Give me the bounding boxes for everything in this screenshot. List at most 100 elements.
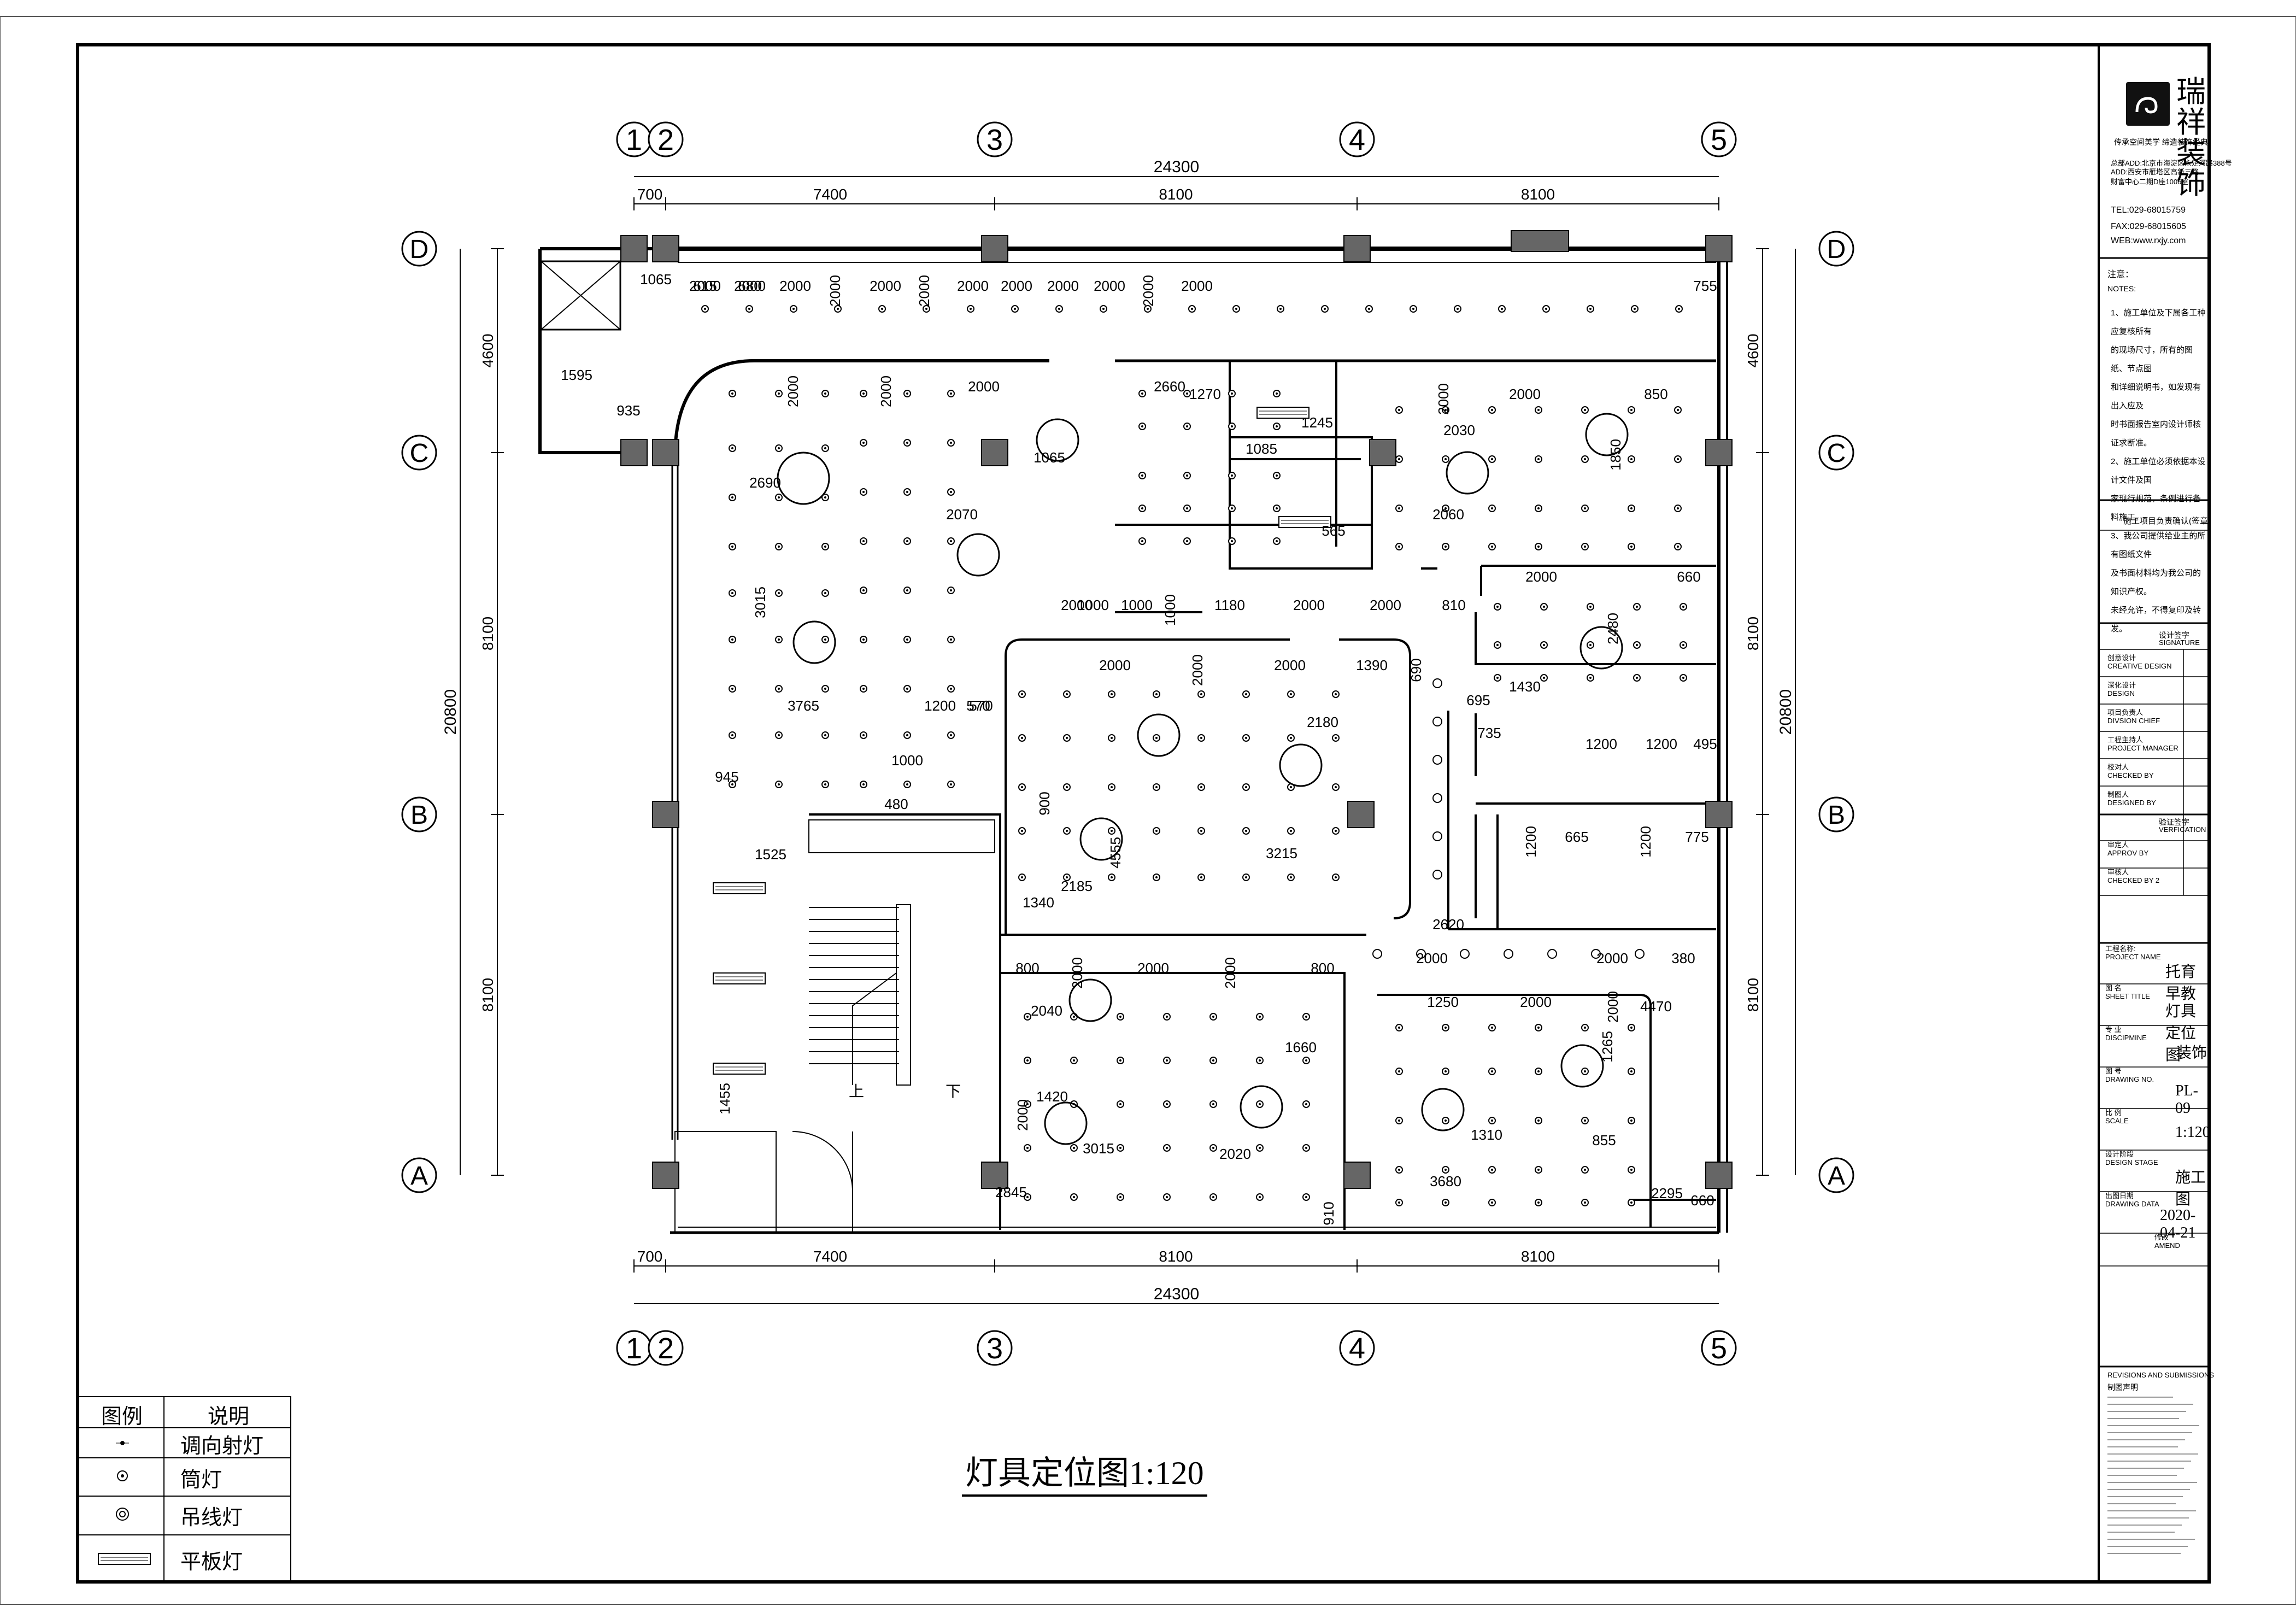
pendant-lamp-icon — [792, 620, 836, 664]
dimension-label: 2185 — [1061, 878, 1093, 894]
downlight-icon — [1398, 1119, 1400, 1122]
downlight-icon — [731, 447, 733, 449]
downlight-icon — [1444, 1027, 1447, 1029]
dimension-label: 495 — [1693, 736, 1717, 752]
grid-bubble-left — [401, 231, 437, 267]
downlight-icon — [1543, 677, 1545, 679]
downlight-icon — [704, 308, 706, 310]
drawing-frame — [76, 43, 2211, 1584]
dimension-label: 2000 — [1520, 994, 1552, 1010]
dimension-label: 2000 — [878, 376, 894, 407]
dimension-label: 2295 — [1651, 1185, 1683, 1201]
downlight-icon — [1491, 1201, 1493, 1204]
dimension-label: 480 — [884, 796, 908, 812]
structural-column — [1705, 439, 1733, 466]
downlight-icon — [1259, 1196, 1261, 1198]
dim-right-label: 4600 — [1745, 333, 1761, 367]
dimension-label: 1525 — [755, 846, 786, 863]
dimension-label: 695 — [1466, 692, 1490, 708]
dimension-label: 1850 — [1607, 439, 1624, 471]
grid-bubble-bottom — [648, 1330, 684, 1366]
downlight-icon — [1584, 1169, 1586, 1171]
downlight-icon — [1305, 1103, 1307, 1105]
downlight-icon — [778, 392, 780, 395]
downlight-icon — [1066, 737, 1068, 739]
downlight-icon — [824, 592, 826, 594]
dimension-label: 680 — [738, 278, 761, 294]
downlight-icon — [778, 592, 780, 594]
downlight-icon — [1584, 1027, 1586, 1029]
downlight-icon — [1155, 693, 1158, 695]
downlight-icon — [1630, 1027, 1633, 1029]
spotlight-icon — [1372, 949, 1382, 959]
downlight-icon — [1630, 1169, 1633, 1171]
discipline-row: 专 业 DISCIPMINE 装饰 — [2105, 1025, 2207, 1062]
downlight-icon — [950, 540, 952, 542]
downlight-icon — [1543, 644, 1545, 646]
dimension-label: 2000 — [734, 278, 766, 294]
downlight-icon — [1305, 1147, 1307, 1149]
downlight-icon — [1235, 308, 1237, 310]
grid-label-left: D — [410, 235, 429, 264]
dimension-label: 800 — [1015, 960, 1039, 976]
grid-bubble-right — [1818, 231, 1854, 267]
dimension-label: 4555 — [1107, 837, 1124, 869]
structural-column — [620, 235, 648, 262]
dimension-label: 2000 — [1435, 383, 1452, 415]
pendant-lamp-icon — [119, 1511, 126, 1517]
downlight-icon — [1335, 830, 1337, 832]
dim-left-label: 4600 — [479, 333, 496, 367]
downlight-icon — [1537, 1119, 1540, 1122]
downlight-icon — [1636, 644, 1638, 646]
panel-light-icon — [713, 1063, 766, 1075]
stair-rail — [896, 904, 911, 1086]
downlight-icon — [1026, 1147, 1029, 1149]
downlight-icon — [1290, 786, 1292, 788]
downlight-icon — [1259, 1016, 1261, 1018]
downlight-icon — [1279, 308, 1282, 310]
structural-column — [652, 235, 679, 262]
dimension-label: 3215 — [1266, 845, 1297, 861]
downlight-icon — [925, 308, 927, 310]
pendant-lamp-icon — [777, 452, 830, 505]
dimension-label: 2000 — [1014, 1099, 1031, 1131]
downlight-icon — [1066, 876, 1068, 878]
downlight-icon — [1141, 540, 1143, 542]
downlight-icon — [862, 589, 865, 591]
dim-left-label: 8100 — [479, 617, 496, 650]
downlight-icon — [1102, 308, 1105, 310]
spotlight-icon — [1416, 949, 1426, 959]
grid-label-left: B — [410, 801, 428, 830]
downlight-icon — [1186, 474, 1188, 477]
downlight-icon — [1444, 546, 1447, 548]
downlight-icon — [1276, 392, 1278, 395]
downlight-icon — [1212, 1196, 1214, 1198]
date-row: 出图日期 DRAWING DATA 2020-04-21 — [2105, 1192, 2196, 1241]
note-line: 家现行规范，条例进行备料施工。 — [2111, 494, 2201, 522]
downlight-icon — [1335, 876, 1337, 878]
downlight-icon — [1259, 1147, 1261, 1149]
downlight-icon — [1589, 308, 1592, 310]
dim-bottom-label: 700 — [637, 1248, 663, 1265]
dimension-label: 1660 — [1285, 1039, 1317, 1056]
grid-label-bottom: 2 — [657, 1332, 674, 1365]
grid-bubble-left — [401, 796, 437, 832]
downlight-icon — [824, 734, 826, 736]
downlight-icon — [1491, 1169, 1493, 1171]
dimension-label: 735 — [1477, 725, 1501, 741]
dimension-label: 850 — [1644, 386, 1667, 402]
dimension-label: 1000 — [1077, 597, 1109, 613]
address-line-2: ADD:西安市雁塔区高新三路财富中心二期D座1006室 — [2111, 168, 2199, 186]
grid-label-right: B — [1828, 801, 1845, 830]
downlight-icon — [1398, 1169, 1400, 1171]
downlight-icon — [824, 447, 826, 449]
grid-label-left: A — [410, 1162, 428, 1191]
dim-right-label: 8100 — [1745, 978, 1761, 1012]
downlight-icon — [1537, 1027, 1540, 1029]
dimension-label: 2000 — [957, 278, 989, 294]
dimension-label: 2000 — [870, 278, 901, 294]
revisions-label-cn: 制图声明 — [2107, 1383, 2138, 1392]
downlight-icon — [862, 688, 865, 690]
dimension-label: 2000 — [1605, 991, 1621, 1023]
